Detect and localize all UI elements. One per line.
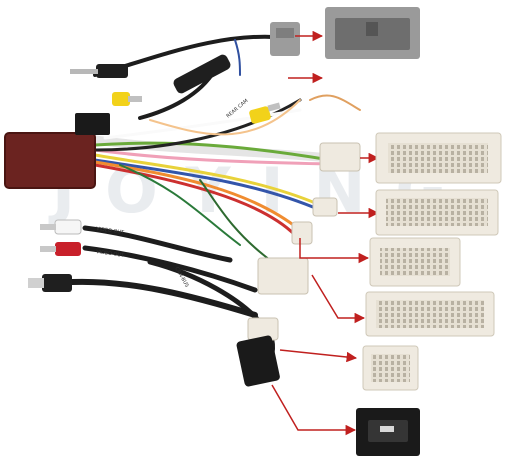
connector-black-bottom bbox=[356, 408, 420, 456]
canbus-box bbox=[4, 113, 110, 189]
connector-gray-top bbox=[325, 7, 420, 59]
cable-label: VIDEO OUT bbox=[96, 249, 126, 259]
rca-in-plugs bbox=[40, 219, 82, 256]
connector-white-4 bbox=[365, 291, 495, 337]
black-plug-inline bbox=[236, 335, 280, 387]
connector-white-3 bbox=[369, 237, 461, 287]
usb-plug bbox=[28, 274, 72, 292]
cable-label: VIDEO OUT bbox=[96, 226, 126, 236]
rca-yellow-plugs bbox=[112, 92, 281, 124]
connector-white-1 bbox=[375, 132, 502, 184]
arrow-right-icon bbox=[271, 30, 380, 436]
cable-label: REAR CAM bbox=[225, 98, 249, 120]
inline-white-plugs bbox=[247, 142, 361, 341]
connector-white-2 bbox=[375, 189, 499, 236]
connector-white-5 bbox=[362, 345, 419, 391]
gray-plug-small bbox=[270, 22, 300, 56]
fuse-holder bbox=[173, 54, 231, 94]
wire-bundle bbox=[69, 34, 361, 375]
antenna-plug bbox=[70, 64, 128, 78]
